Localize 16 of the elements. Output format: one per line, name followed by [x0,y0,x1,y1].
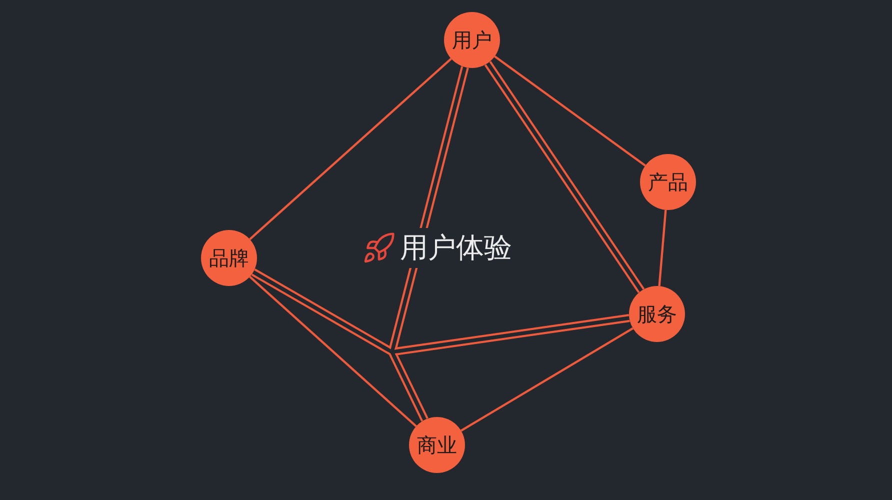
node-label: 服务 [637,303,677,325]
double-line-connector [388,66,469,422]
connector-line [494,56,646,166]
node-label: 品牌 [209,247,249,269]
connector-line [249,276,417,428]
node-label: 产品 [648,171,688,193]
node-circle [409,417,465,473]
node-label: 商业 [417,434,457,456]
double-line-connector [484,60,645,294]
connector-line [658,210,667,286]
node-circle [201,230,257,286]
connector-line [460,327,634,432]
double-line-connector [251,268,630,356]
node-label: 用户 [452,29,492,51]
connector-line [249,58,452,240]
node-circle [444,12,500,68]
